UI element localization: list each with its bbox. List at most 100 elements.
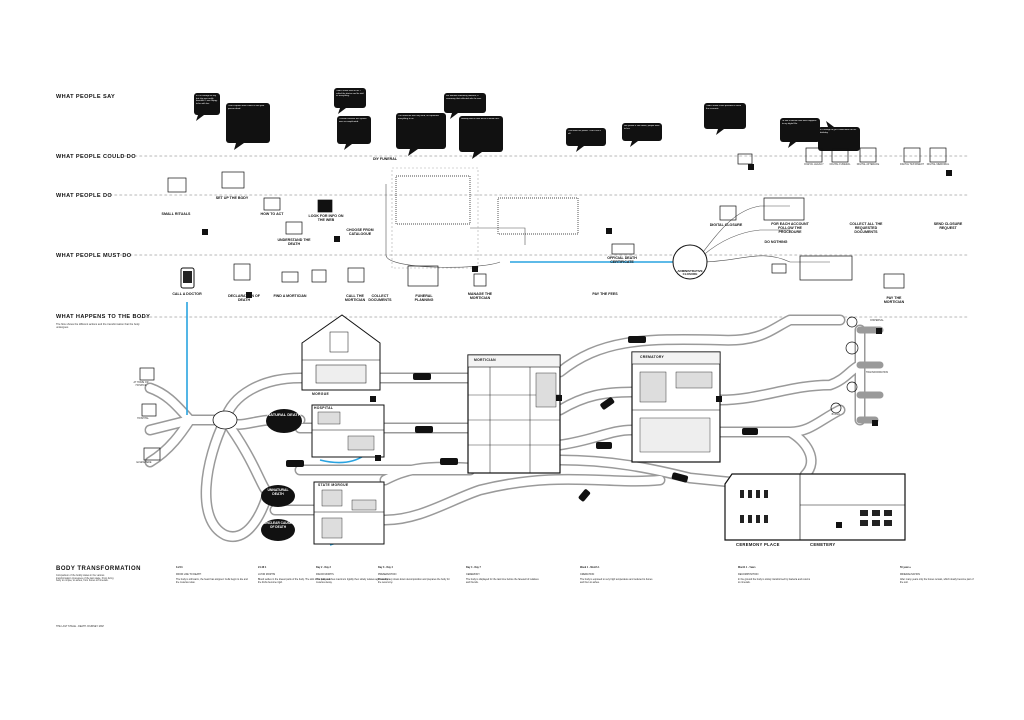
- column-title: PRESERVATION: [378, 573, 397, 576]
- ritual-icon: [167, 177, 187, 193]
- transformation-icon: [845, 341, 859, 355]
- declaration-death-label: DECLARATION OF DEATH: [228, 294, 260, 303]
- for-each-account-label: FOR EACH ACCOUNT FOLLOW THE PROCEDURE: [771, 222, 809, 235]
- hearse-icon: [286, 460, 304, 467]
- hearse-icon: [578, 489, 591, 502]
- set-up-body-label: SET UP THE BODY: [215, 196, 249, 200]
- digital-closure-label: DIGITAL CLOSURE: [709, 223, 743, 227]
- understand-death-label: UNDERSTAND THE DEATH: [277, 238, 311, 247]
- ceremony-place-title: CEREMONY PLACE: [736, 542, 780, 547]
- digital-closure-icon: [719, 205, 737, 221]
- quote-text: I didn't know what to do. I called the d…: [336, 90, 364, 98]
- footer-note: THE LAST STAGE - DEATH JOURNEY MAP: [56, 625, 104, 628]
- quote-text: I couldn't believe the system was so com…: [339, 118, 367, 123]
- hearse-icon: [440, 458, 458, 465]
- funeral-planning-label: FUNERAL PLANNING: [414, 294, 434, 303]
- manage-mortician-label: MANAGE THE MORTICIAN: [467, 292, 493, 301]
- column-text: After many years only the bones remain, …: [900, 578, 974, 584]
- hearse-cars: [286, 336, 758, 502]
- morgue-title: MORGUE: [312, 392, 330, 396]
- unclear-death-pill: [261, 519, 295, 541]
- column-text: The body is displayed for the last time …: [466, 578, 539, 584]
- could-item: DIGITAL TESTAMENT: [900, 163, 924, 166]
- transformation-column: Day 3 - Day 4 PRESERVATION Thanatopraxy …: [378, 566, 452, 584]
- column-text: Blood settles in the lowest parts of the…: [258, 578, 331, 584]
- pay-fees-label: PAY THE FEES: [592, 292, 618, 296]
- speech-bubble: [780, 118, 820, 142]
- quote-text: I can't explain how it feels to see your…: [228, 105, 265, 110]
- lane-separators: [109, 155, 969, 318]
- column-period: Day 3 - Day 4: [378, 566, 393, 569]
- find-mortician-label: FIND A MORTICIAN: [273, 294, 307, 298]
- speech-bubble: [396, 113, 446, 149]
- grey-links: [385, 184, 830, 268]
- call-icon: [311, 269, 327, 283]
- home-icon: [139, 367, 155, 381]
- ceremony-icons-group: [497, 197, 579, 235]
- body-transformation-title: BODY TRANSFORMATION: [56, 566, 141, 572]
- column-period: Month 1 - Years: [738, 566, 756, 569]
- crematory-building: [631, 351, 721, 463]
- column-title: CEREMONY: [466, 573, 480, 576]
- phone-screen-icon: [183, 271, 192, 283]
- tree-icon: [846, 316, 858, 328]
- administrative-closure-circle: [672, 244, 708, 280]
- speech-bubble: [226, 103, 270, 143]
- pay-mortician-label: PAY THE MORTICIAN: [883, 296, 905, 305]
- manage-icon: [473, 273, 487, 287]
- speech-bubble: [194, 93, 220, 115]
- column-period: Week 1 - Month 1: [580, 566, 600, 569]
- mortician-building: [467, 354, 561, 474]
- column-title: LIVOR MORTIS: [258, 573, 276, 576]
- quote-text: It's so strange to say but she was reall…: [196, 95, 218, 105]
- could-icon: [737, 153, 753, 165]
- quote-text: Her profile is still online, people writ…: [624, 125, 660, 130]
- hearse-icon: [596, 442, 612, 449]
- quote-text: We wanted something different, a ceremon…: [446, 95, 482, 100]
- could-icon: [929, 147, 947, 163]
- column-period: 50 years+: [900, 566, 911, 569]
- crematory-title: CREMATORY: [640, 355, 665, 359]
- speech-bubble: [566, 128, 606, 146]
- document-icon: [233, 263, 251, 281]
- quote-text: It's strange to get a notification for h…: [820, 129, 857, 134]
- state-morgue-title: STATE MORGUE: [318, 483, 349, 487]
- speech-bubble: [622, 123, 662, 141]
- diy-funeral-label: DIY FUNERAL: [372, 157, 398, 161]
- natural-death-pill: [266, 409, 302, 433]
- transformation-column: Month 1 - Years DECOMPOSITION In the gro…: [738, 566, 812, 584]
- speech-bubble: [818, 127, 860, 151]
- transformation-column: Day 4 - Day 7 CEREMONY The body is displ…: [466, 566, 540, 584]
- hearse-icon: [671, 472, 689, 483]
- quote-text: The mortician was very kind, he explaine…: [398, 115, 439, 120]
- column-period: 0-24 h: [176, 566, 183, 569]
- funeral-planning-icon: [407, 265, 439, 287]
- call-mortician-label: CALL THE MORTICIAN: [344, 294, 366, 303]
- state-morgue-building: [313, 481, 385, 545]
- lane-label-must: WHAT PEOPLE MUST DO: [56, 253, 132, 259]
- pay-fees-icon: [883, 273, 905, 289]
- column-title: FROM LIFE TO DEATH: [176, 573, 202, 576]
- hearse-icon: [413, 373, 431, 380]
- speech-bubbles: [194, 88, 860, 159]
- column-text: In the ground the body is slowly transfo…: [738, 578, 811, 584]
- cemetery-title: CEMETERY: [810, 542, 836, 547]
- speech-bubble: [334, 88, 366, 108]
- transformation-label: TRANSFORMATION: [865, 371, 889, 374]
- diy-funeral-box: [391, 167, 479, 269]
- burial-icon: [830, 402, 842, 414]
- hospital-label: HOSPITAL: [137, 417, 149, 420]
- choose-catalogue-label: CHOOSE FROM CATALOGUE: [346, 228, 374, 237]
- column-text: The body is still warm, the heart has st…: [176, 578, 248, 584]
- could-item: DIGITAL LEGACY: [804, 163, 824, 166]
- unnatural-death-text: UNNATURAL DEATH: [267, 488, 289, 496]
- how-to-act-label: HOW TO ACT: [260, 212, 284, 216]
- activity-icons: [139, 147, 947, 461]
- body-setup-icon: [221, 171, 245, 189]
- administrative-closure-label: ADMINISTRATIVE CLOSURE: [677, 269, 703, 277]
- column-text: Thanatopraxy slows down decomposition an…: [378, 578, 450, 584]
- column-text: The body is exposed to very high tempera…: [580, 578, 653, 584]
- burial-label: BURIAL: [831, 413, 841, 416]
- act-icon: [263, 197, 281, 211]
- transformation-column: Day 2 - Day 3 RIGOR MORTIS The body reac…: [316, 566, 390, 584]
